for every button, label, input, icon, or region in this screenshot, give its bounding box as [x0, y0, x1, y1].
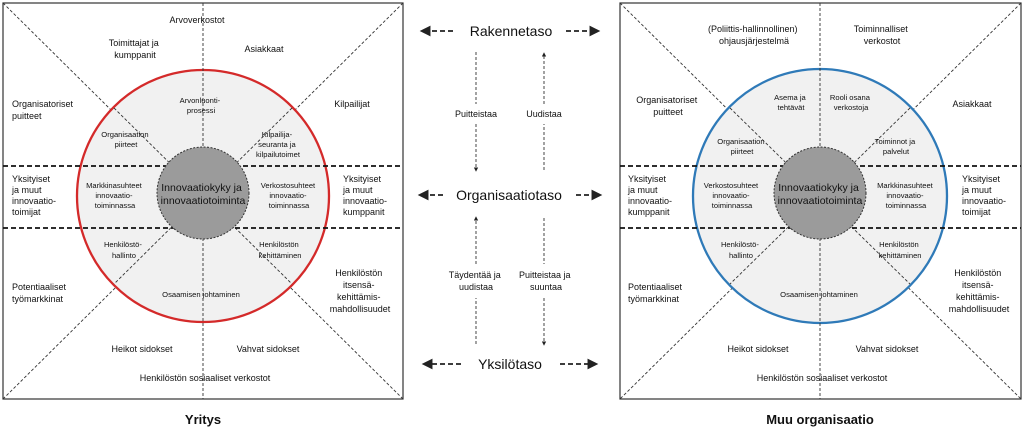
level-yksilotaso: Yksilötaso [478, 356, 542, 372]
left-label-yksityiset-toimijat: Yksityiset ja muut innovaatio- toimijat [11, 174, 59, 217]
left-inner-arvonluonti: Arvonluonti- prosessi [180, 96, 223, 115]
left-inner-markkinasuhteet: Markkinasuhteet innovaatio- toiminnassa [86, 181, 144, 210]
left-inner-osaaminen: Osaamisen johtaminen [162, 290, 240, 299]
right-label-organisatoriset: Organisatoriset puitteet [636, 95, 700, 117]
left-inner-henkilostohallinto: Henkilöstö- hallinto [104, 240, 144, 260]
left-panel: Innovaatiokyky ja innovaatiotoiminta Arv… [2, 2, 404, 427]
left-inner-kehittaminen: Henkilöstön kehittäminen [258, 240, 301, 260]
right-panel: Innovaatiokyky ja innovaatiotoiminta (Po… [619, 2, 1022, 427]
left-label-itsensakehittamis: Henkilöstön itsensä- kehittämis- mahdoll… [330, 268, 391, 314]
left-label-sosiaaliset: Henkilöstön sosiaaliset verkostot [140, 373, 271, 383]
right-label-asiakkaat: Asiakkaat [952, 99, 992, 109]
right-label-vahvat: Vahvat sidokset [856, 344, 919, 354]
left-label-toimittajat: Toimittajat ja kumppanit [109, 38, 162, 60]
left-label-kilpailijat: Kilpailijat [334, 99, 370, 109]
right-inner-organisaation: Organisaation piirteet [717, 137, 766, 156]
right-inner-markkinasuhteet: Markkinasuhteet innovaatio- toiminnassa [877, 181, 935, 210]
left-label-organisatoriset: Organisatoriset puitteet [12, 99, 76, 121]
right-inner-osaaminen: Osaamisen johtaminen [780, 290, 858, 299]
right-core [773, 146, 867, 240]
right-label-itsensakehittamis: Henkilöstön itsensä- kehittämis- mahdoll… [949, 268, 1010, 314]
left-core-label: Innovaatiokyky ja innovaatiotoiminta [161, 182, 246, 207]
right-label-toiminnalliset: Toiminnalliset verkostot [854, 24, 911, 46]
right-label-sosiaaliset: Henkilöstön sosiaaliset verkostot [757, 373, 888, 383]
left-core [156, 146, 250, 240]
right-inner-henkilostohallinto: Henkilöstö- hallinto [721, 240, 761, 260]
right-label-yksityiset-toimijat: Yksityiset ja muut innovaatio- toimijat [961, 174, 1009, 217]
right-inner-toiminnot: Toiminnot ja palvelut [875, 137, 918, 156]
left-label-yksityiset-kumppanit: Yksityiset ja muut innovaatio- kumppanit [342, 174, 390, 217]
level-organisaatiotaso: Organisaatiotaso [456, 187, 562, 203]
left-label-asiakkaat: Asiakkaat [244, 44, 284, 54]
right-caption: Muu organisaatio [766, 412, 874, 427]
level-rakennetaso: Rakennetaso [470, 23, 553, 39]
right-inner-rooli: Rooli osana verkostoja [830, 93, 872, 112]
right-label-ohjausjarjestelma: (Poliittis-hallinnollinen) ohjausjärjest… [708, 24, 800, 46]
label-taydentaa: Täydentää ja uudistaa [449, 270, 504, 292]
label-puitteistaa-suuntaa: Puitteistaa ja suuntaa [519, 270, 573, 292]
left-label-arvoverkostot: Arvoverkostot [169, 15, 225, 25]
middle-levels: Rakennetaso Organisaatiotaso Yksilötaso … [417, 23, 603, 372]
left-inner-kilpailija: Kilpailija- seuranta ja kilpailutoimet [256, 130, 301, 159]
right-core-label: Innovaatiokyky ja innovaatiotoiminta [778, 182, 863, 207]
left-caption: Yritys [185, 412, 221, 427]
right-label-yksityiset-kumppanit: Yksityiset ja muut innovaatio- kumppanit [627, 174, 675, 217]
right-inner-asema: Asema ja tehtävät [774, 93, 808, 112]
label-uudistaa: Uudistaa [526, 109, 562, 119]
right-inner-kehittaminen: Henkilöstön kehittäminen [878, 240, 921, 260]
right-panel-frame [619, 2, 1022, 400]
left-inner-organisaation: Organisaation piirteet [101, 130, 150, 149]
label-puitteistaa: Puitteistaa [455, 109, 497, 119]
right-label-potentiaaliset: Potentiaaliset työmarkkinat [628, 282, 685, 304]
right-label-heikot: Heikot sidokset [727, 344, 789, 354]
right-inner-verkostosuhteet: Verkostosuhteet innovaatio- toiminnassa [704, 181, 761, 210]
left-label-vahvat: Vahvat sidokset [237, 344, 300, 354]
left-label-heikot: Heikot sidokset [111, 344, 173, 354]
left-label-potentiaaliset: Potentiaaliset työmarkkinat [12, 282, 69, 304]
left-inner-verkostosuhteet: Verkostosuhteet innovaatio- toiminnassa [261, 181, 318, 210]
